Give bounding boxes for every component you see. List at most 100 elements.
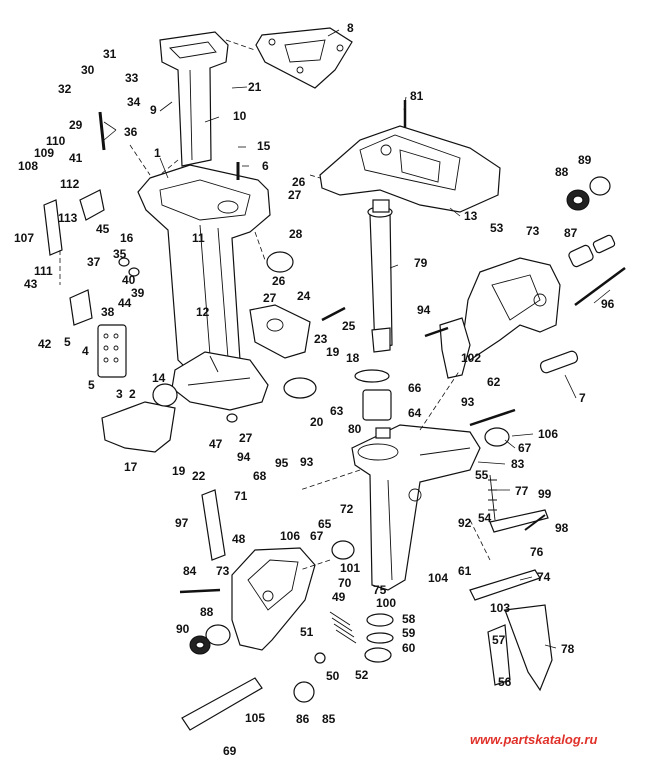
callout-33: 33 [125, 71, 139, 85]
callout-63: 63 [330, 404, 344, 418]
callout-40: 40 [122, 273, 136, 287]
callout-66: 66 [408, 381, 422, 395]
callout-5a: 5 [64, 335, 71, 349]
callout-2: 2 [129, 387, 136, 401]
callout-108: 108 [18, 159, 38, 173]
callout-96: 96 [601, 297, 615, 311]
small-brackets [43, 189, 105, 326]
bracket-plate-part-102 [439, 317, 471, 379]
callout-97: 97 [175, 516, 189, 530]
callout-30: 30 [81, 63, 95, 77]
callout-94a: 94 [417, 303, 431, 317]
watermark-text: www.partskatalog.ru [470, 732, 597, 747]
callout-57: 57 [492, 633, 506, 647]
swivel-bracket-part-80 [351, 424, 481, 591]
callout-107: 107 [14, 231, 34, 245]
callout-56: 56 [498, 675, 512, 689]
exhaust-tube-part-10 [159, 31, 256, 176]
callout-17: 17 [124, 460, 138, 474]
callout-80: 80 [348, 422, 362, 436]
callout-36: 36 [124, 125, 138, 139]
callout-68: 68 [253, 469, 267, 483]
callout-42: 42 [38, 337, 52, 351]
plate-part-105 [181, 677, 263, 731]
anode-part-3 [97, 324, 127, 378]
callout-23: 23 [314, 332, 328, 346]
callout-27b: 27 [263, 291, 277, 305]
callout-88a: 88 [555, 165, 569, 179]
callout-64: 64 [408, 406, 422, 420]
callout-49: 49 [332, 590, 346, 604]
callout-52: 52 [355, 668, 369, 682]
callout-16: 16 [120, 231, 134, 245]
callout-103: 103 [490, 601, 510, 615]
callout-59: 59 [402, 626, 416, 640]
callout-81: 81 [410, 89, 424, 103]
callout-75: 75 [373, 583, 387, 597]
callout-113: 113 [58, 211, 78, 225]
callout-88b: 88 [200, 605, 214, 619]
callout-78: 78 [561, 642, 575, 656]
callout-85: 85 [322, 712, 336, 726]
callout-20: 20 [310, 415, 324, 429]
callout-112: 112 [60, 177, 80, 191]
callout-37: 37 [87, 255, 101, 269]
callout-60: 60 [402, 641, 416, 655]
callout-51: 51 [300, 625, 314, 639]
callout-87: 87 [564, 226, 578, 240]
callout-31: 31 [103, 47, 117, 61]
callout-12: 12 [196, 305, 210, 319]
callout-83: 83 [511, 457, 525, 471]
callout-100: 100 [376, 596, 396, 610]
callout-69: 69 [223, 744, 237, 758]
bolts-and-pins [98, 100, 626, 594]
callout-99: 99 [538, 487, 552, 501]
callout-105: 105 [245, 711, 265, 725]
callout-73b: 73 [216, 564, 230, 578]
callout-6: 6 [262, 159, 269, 173]
callout-26b: 26 [272, 274, 286, 288]
callout-93a: 93 [461, 395, 475, 409]
callout-74: 74 [537, 570, 551, 584]
callout-9: 9 [150, 103, 157, 117]
callout-72: 72 [340, 502, 354, 516]
callout-58: 58 [402, 612, 416, 626]
callout-92: 92 [458, 516, 472, 530]
callout-110: 110 [46, 134, 66, 148]
callout-67a: 67 [518, 441, 532, 455]
callout-15: 15 [257, 139, 271, 153]
callout-32: 32 [58, 82, 72, 96]
callout-111: 111 [34, 264, 53, 278]
callout-106a: 106 [538, 427, 558, 441]
callout-24: 24 [297, 289, 311, 303]
callout-76: 76 [530, 545, 544, 559]
callout-35: 35 [113, 247, 127, 261]
callout-93b: 93 [300, 455, 314, 469]
part-drawings [43, 27, 626, 731]
water-pickup-part-24 [249, 304, 311, 359]
callout-43: 43 [24, 277, 38, 291]
callout-67b: 67 [310, 529, 324, 543]
callout-73a: 73 [526, 224, 540, 238]
callout-54: 54 [478, 511, 492, 525]
callout-84: 84 [183, 564, 197, 578]
callout-5b: 5 [88, 378, 95, 392]
callout-19a: 19 [326, 345, 340, 359]
cover-plate-part-8 [255, 27, 353, 89]
callout-102: 102 [461, 351, 481, 365]
callout-26a: 26 [292, 175, 306, 189]
bushings-and-washers [118, 176, 616, 703]
callout-70: 70 [338, 576, 352, 590]
callout-86: 86 [296, 712, 310, 726]
callout-109: 109 [34, 146, 54, 160]
callout-4: 4 [82, 344, 89, 358]
callout-101: 101 [340, 561, 360, 575]
callout-25: 25 [342, 319, 356, 333]
steering-bracket-part-13 [319, 125, 501, 213]
callout-61: 61 [458, 564, 472, 578]
reference-lines [59, 144, 491, 571]
callout-62: 62 [487, 375, 501, 389]
callout-98: 98 [555, 521, 569, 535]
callout-19b: 19 [172, 464, 186, 478]
callout-89: 89 [578, 153, 592, 167]
